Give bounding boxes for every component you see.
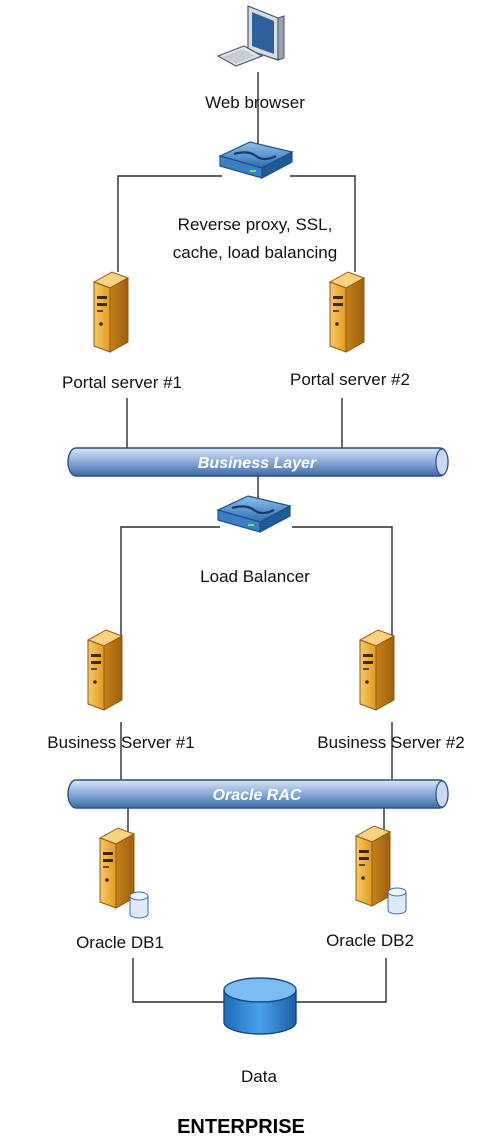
connection-lines — [117, 72, 393, 1003]
server-icon — [93, 271, 129, 353]
portal-server-1-label: Portal server #1 — [62, 373, 182, 392]
data-label: Data — [241, 1067, 277, 1086]
load-balancer-label: Load Balancer — [200, 567, 310, 586]
router-icon — [216, 494, 292, 534]
oracle-rac-label: Oracle RAC — [213, 787, 302, 804]
router-icon — [218, 140, 294, 180]
database-icon — [387, 887, 407, 915]
diagram-title: ENTERPRISE — [177, 1116, 305, 1138]
portal-server-2-label: Portal server #2 — [290, 370, 410, 389]
server-icon — [87, 629, 123, 711]
server-icon — [355, 825, 391, 907]
reverse-proxy-label-line2: cache, load balancing — [173, 243, 337, 262]
database-icon — [129, 891, 149, 919]
business-layer-bus: Business Layer — [67, 447, 449, 477]
business-server-1-label: Business Server #1 — [47, 733, 194, 752]
business-layer-label: Business Layer — [198, 455, 317, 472]
server-icon — [359, 629, 395, 711]
oracle-db2-label: Oracle DB2 — [326, 931, 414, 950]
business-server-2-label: Business Server #2 — [317, 733, 464, 752]
oracle-rac-bus: Oracle RAC — [67, 779, 449, 809]
oracle-db1-label: Oracle DB1 — [76, 933, 164, 952]
server-icon — [329, 271, 365, 353]
server-icon — [99, 827, 135, 909]
web-browser-label: Web browser — [205, 93, 305, 112]
reverse-proxy-label-line1: Reverse proxy, SSL, — [178, 215, 333, 234]
database-icon — [223, 977, 297, 1035]
computer-icon — [216, 5, 285, 67]
